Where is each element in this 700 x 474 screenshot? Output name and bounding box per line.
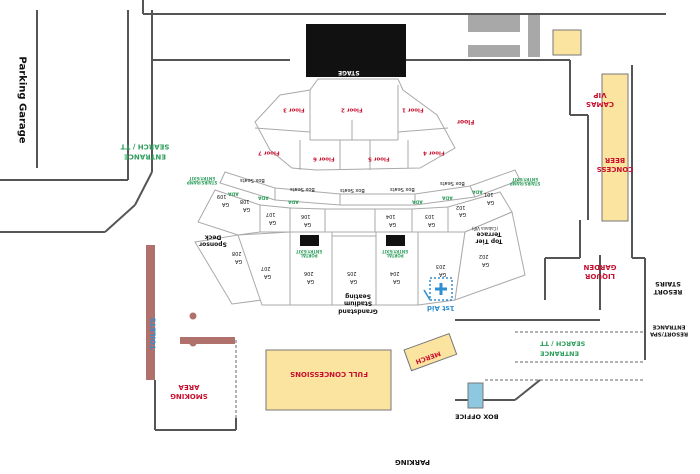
floor-6-label: Floor 6	[313, 155, 335, 162]
stairs-ramp-right: STAIRS/RAMP ENTRY/EXIT	[509, 177, 541, 186]
section-107-label: 107	[266, 211, 276, 217]
cabana-vip-label: (Cabana VIP)	[472, 226, 498, 231]
search-tt-label: SEARCH / TT	[540, 339, 586, 348]
building	[468, 45, 520, 57]
ga-label: GA	[222, 201, 230, 207]
small-concession	[552, 29, 582, 56]
ada-label: ADA	[288, 198, 299, 204]
first-aid-label: 1st Aid	[427, 304, 455, 312]
portal-right	[386, 235, 405, 246]
first-aid-box	[429, 277, 453, 301]
ga-label: GA	[269, 219, 277, 225]
parking-garage-label: Parking Garage	[16, 56, 28, 144]
merch-area	[403, 332, 458, 372]
resort-spa-entrance-label: RESORT/SPA ENTRANCE	[649, 323, 689, 337]
floor-3-label: Floor 3	[283, 106, 305, 113]
section-202-label: 202	[479, 253, 489, 259]
section-204-label: 204	[390, 270, 400, 276]
section-207-label: 207	[261, 265, 271, 271]
camas-vip-label: CAMAS VIP	[586, 91, 614, 109]
box-seats-label: Box Seats	[390, 186, 415, 192]
section-203-label: 203	[436, 263, 446, 269]
floor-4-label: Floor 4	[423, 149, 445, 156]
ga-label: GA	[243, 206, 251, 212]
ga-label: GA	[482, 261, 490, 267]
ga-label: GA	[350, 278, 358, 284]
ada-label: ADA	[228, 190, 239, 196]
box-office-area	[467, 382, 484, 409]
section-206-label: 206	[304, 270, 314, 276]
portal-entry-exit-left: PORTAL ENTRY/EXIT	[295, 249, 322, 258]
ga-label: GA	[307, 278, 315, 284]
building	[468, 15, 520, 32]
section-108-label: 108	[240, 198, 250, 204]
section-205	[331, 235, 377, 306]
section-205-label: 205	[347, 270, 357, 276]
ga-label: GA	[304, 221, 312, 227]
full-concessions-label: FULL CONCESSIONS	[290, 369, 368, 378]
ada-label: ADA	[412, 198, 423, 204]
concess-beer-area	[601, 73, 629, 222]
section-208-label: 208	[232, 250, 242, 256]
brick-wall	[146, 245, 155, 380]
section-202	[454, 211, 526, 301]
stage-block	[306, 24, 406, 68]
entrance-search-left: ENTRANCE SEARCH / TT	[120, 142, 170, 161]
entrance-label: ENTRANCE	[540, 349, 579, 358]
ga-label: GA	[393, 278, 401, 284]
bollard	[189, 312, 197, 320]
stage-label: STAGE	[338, 69, 360, 76]
parking-label: PARKING	[395, 458, 430, 466]
building	[528, 15, 540, 57]
section-109-label: 109	[217, 193, 227, 199]
box-seats-label: Box Seats	[240, 177, 265, 183]
ada-label: ADA	[472, 188, 483, 194]
box-seats-label: Box Seats	[290, 186, 315, 192]
section-104-label: 104	[386, 213, 396, 219]
floor-7-label: Floor 7	[258, 149, 280, 156]
ga-label: GA	[235, 258, 243, 264]
box-seats-label: Box Seats	[340, 187, 365, 193]
liquor-garden-label: LIQUOR GARDEN	[583, 263, 617, 281]
section-101-label: 101	[484, 191, 494, 197]
floor-5-label: Floor 5	[368, 155, 390, 162]
box-seats-label: Box Seats	[440, 180, 465, 186]
ga-label: GA	[439, 271, 447, 277]
grandstand-label: Grandstand Stadium Seating	[338, 292, 378, 315]
ga-label: GA	[487, 199, 495, 205]
ga-label: GA	[459, 211, 467, 217]
section-106-label: 106	[301, 213, 311, 219]
toilets-label: TOILETS	[149, 317, 158, 350]
floor-1-label: Floor 1	[402, 106, 424, 113]
box-office-label: BOX OFFICE	[455, 412, 499, 421]
smoking-area-label: SMOKING AREA	[170, 383, 208, 401]
bollard	[189, 339, 197, 347]
ga-label: GA	[264, 273, 272, 279]
stage-label-bar	[306, 68, 406, 77]
ada-label: ADA	[442, 194, 453, 200]
ga-label: GA	[389, 221, 397, 227]
ga-label: GA	[428, 221, 436, 227]
full-concessions-area	[265, 349, 392, 411]
portal-entry-exit-right: PORTAL ENTRY/EXIT	[381, 249, 408, 258]
stairs-ramp-left: STAIRS/RAMP ENTRY/EXIT	[186, 176, 218, 185]
section-206	[289, 231, 333, 306]
floor-label: Floor	[457, 118, 475, 125]
brick-wall	[180, 337, 235, 344]
section-102-label: 102	[456, 204, 466, 210]
portal-left	[300, 235, 319, 246]
floor-2-label: Floor 2	[341, 106, 363, 113]
resort-stairs-label: RESORT STAIRS	[653, 279, 683, 296]
sponsor-deck-label: Sponsor Deck	[199, 233, 227, 248]
ada-label: ADA	[258, 194, 269, 200]
top-tier-terrace-label: Top Tier Terrace	[475, 230, 503, 245]
concess-beer-label: CONCESS BEER	[596, 156, 634, 174]
section-103-label: 103	[425, 213, 435, 219]
